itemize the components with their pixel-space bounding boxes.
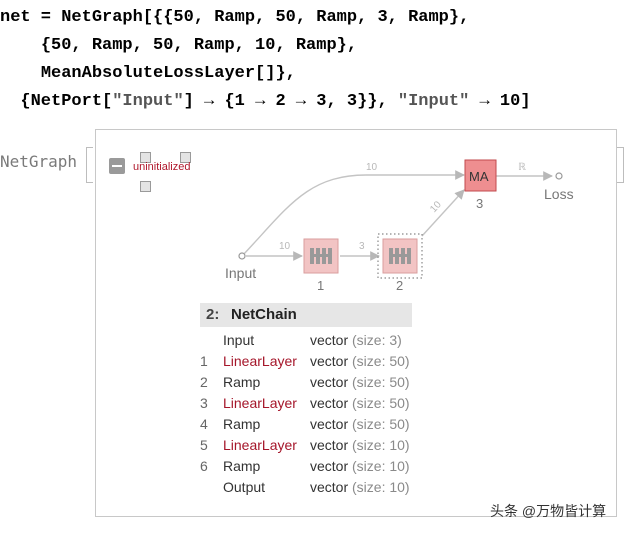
- row-type-text: vector: [310, 332, 349, 348]
- table-row: 5 LinearLayer vector (size: 10): [96, 437, 496, 457]
- row-layer-name: Input: [223, 332, 255, 348]
- row-layer-name: Ramp: [223, 374, 261, 390]
- row-layer-name[interactable]: LinearLayer: [223, 353, 297, 369]
- row-type-text: vector: [310, 479, 349, 495]
- row-size: (size: 3): [352, 332, 402, 348]
- node-1-index: 1: [317, 278, 324, 293]
- layers-icon: [310, 248, 332, 264]
- netchain-table-header: 2: NetChain: [200, 303, 412, 327]
- node-3-label: MA: [469, 169, 489, 184]
- code-line-3: MeanAbsoluteLossLayer[]},: [40, 64, 296, 83]
- row-size: (size: 50): [352, 395, 410, 411]
- code-line-4: {NetPort["Input"] → {1 → 2 → 3, 3}}, "In…: [20, 92, 530, 111]
- port-square-icon: [140, 152, 151, 163]
- row-type: vector (size: 3): [310, 332, 402, 348]
- row-size: (size: 50): [352, 416, 410, 432]
- row-type: vector (size: 10): [310, 458, 410, 474]
- table-row: 4 Ramp vector (size: 50): [96, 416, 496, 436]
- code-input-cell[interactable]: net = NetGraph[{{50, Ramp, 50, Ramp, 3, …: [0, 4, 531, 116]
- row-layer-name: Output: [223, 479, 266, 495]
- output-bracket-left: [86, 147, 93, 183]
- code-line-4-part: ] → {1 → 2 → 3, 3}},: [183, 92, 398, 111]
- node-2-index: 2: [396, 278, 403, 293]
- edge-label-input-ma: 10: [366, 162, 378, 173]
- output-head-label: NetGraph: [0, 152, 78, 171]
- row-index: 1: [200, 353, 208, 369]
- row-type-text: vector: [310, 374, 349, 390]
- row-layer-name[interactable]: LinearLayer: [223, 437, 297, 453]
- row-layer-name: Ramp: [223, 416, 261, 432]
- row-size: (size: 10): [352, 479, 410, 495]
- collapse-icon[interactable]: [109, 158, 125, 174]
- row-type-text: vector: [310, 437, 349, 453]
- watermark-text: 头条 @万物皆计算: [490, 503, 607, 519]
- row-size: (size: 50): [352, 353, 410, 369]
- edge-label-ma-loss: ℝ: [518, 162, 526, 173]
- port-square-icon: [180, 152, 191, 163]
- row-index: 4: [200, 416, 208, 432]
- row-type: vector (size: 50): [310, 353, 410, 369]
- input-port-dot[interactable]: [238, 252, 246, 260]
- row-index: 5: [200, 437, 208, 453]
- row-type: vector (size: 50): [310, 374, 410, 390]
- code-line-4-string: "Input": [397, 92, 470, 111]
- netchain-header-number: 2:: [206, 306, 220, 323]
- edge-label-node2-ma: 10: [428, 199, 444, 215]
- layers-icon: [389, 248, 411, 264]
- code-line-1: net = NetGraph[{{50, Ramp, 50, Ramp, 3, …: [0, 8, 470, 27]
- loss-port-label: Loss: [544, 186, 574, 202]
- table-row: 6 Ramp vector (size: 10): [96, 458, 496, 478]
- row-layer-name[interactable]: LinearLayer: [223, 395, 297, 411]
- input-port-label: Input: [225, 265, 256, 281]
- code-line-4-string: "Input": [112, 92, 184, 111]
- table-row: Input vector (size: 3): [96, 332, 496, 352]
- table-row: 1 LinearLayer vector (size: 50): [96, 353, 496, 373]
- node-3-index: 3: [476, 196, 483, 211]
- netgraph-diagram: 10 10 3 10 ℝ Input 1 2 MA: [225, 159, 574, 293]
- edge-node2-to-ma: [421, 189, 465, 237]
- row-type: vector (size: 50): [310, 416, 410, 432]
- row-type: vector (size: 10): [310, 437, 410, 453]
- row-type-text: vector: [310, 416, 349, 432]
- table-row: 2 Ramp vector (size: 50): [96, 374, 496, 394]
- table-row: Output vector (size: 10): [96, 479, 496, 499]
- row-index: 6: [200, 458, 208, 474]
- row-size: (size: 10): [352, 458, 410, 474]
- row-type-text: vector: [310, 395, 349, 411]
- netchain-header-title: NetChain: [231, 306, 297, 323]
- row-index: 2: [200, 374, 208, 390]
- node-3-mean-absolute-loss[interactable]: [464, 159, 497, 192]
- edge-label-node1-node2: 3: [359, 241, 365, 252]
- row-type: vector (size: 50): [310, 395, 410, 411]
- edge-input-to-ma: [241, 170, 465, 257]
- loss-port-dot[interactable]: [555, 172, 563, 180]
- table-row: 3 LinearLayer vector (size: 50): [96, 395, 496, 415]
- status-uninitialized: uninitialized: [133, 161, 191, 173]
- row-type-text: vector: [310, 458, 349, 474]
- netgraph-summary-panel: uninitialized 10 10 3 10 ℝ Input: [95, 129, 617, 517]
- code-line-4-part: → 10]: [469, 92, 531, 111]
- row-size: (size: 10): [352, 437, 410, 453]
- row-type-text: vector: [310, 353, 349, 369]
- row-type: vector (size: 10): [310, 479, 410, 495]
- port-square-icon: [140, 181, 151, 192]
- edge-label-input-node1: 10: [279, 241, 291, 252]
- code-line-2: {50, Ramp, 50, Ramp, 10, Ramp},: [40, 36, 358, 55]
- output-bracket-right: [617, 147, 624, 183]
- row-index: 3: [200, 395, 208, 411]
- row-size: (size: 50): [352, 374, 410, 390]
- row-layer-name: Ramp: [223, 458, 261, 474]
- code-line-4-part: {NetPort[: [20, 92, 113, 111]
